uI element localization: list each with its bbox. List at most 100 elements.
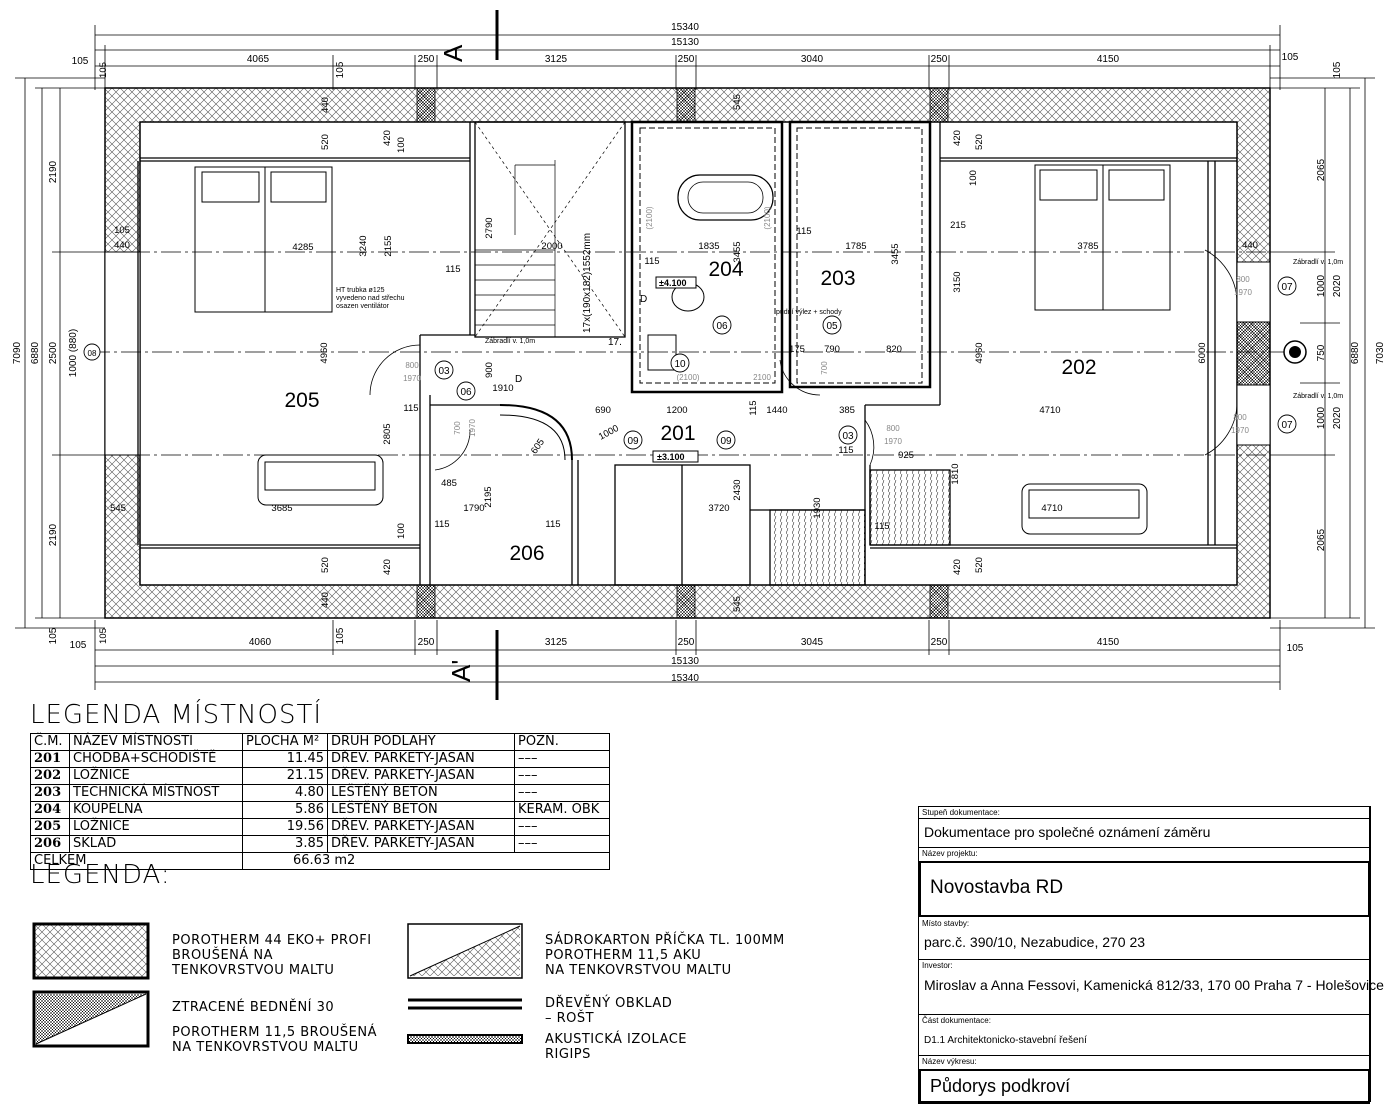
dim-text: 800 [1236,275,1250,284]
room-area: 11.45 [242,750,328,768]
dim-text: 1790 [463,503,484,514]
material-legend-swatches [32,922,523,1048]
room-id: 204 [30,801,70,819]
site-value: parc.č. 390/10, Nezabudice, 270 23 [924,934,1146,950]
dim-text: 3240 [358,235,369,256]
room-area: 5.86 [242,801,328,819]
room-legend-table: Č.M. NÁZEV MÍSTNOSTI PLOCHA M² DRUH PODL… [30,733,610,870]
dim-text: 420 [952,559,963,575]
drawing-value: Půdorys podkroví [930,1076,1071,1096]
door-tag: 05 [826,321,838,332]
dim-text: 2100 [753,373,771,382]
dim-top-inner: 15130 [671,37,699,48]
room-name: KOUPELNA [69,801,243,819]
dim-text: 250 [931,637,948,648]
header-cell: POZN. [514,733,610,751]
dim-text: 440 [320,97,331,113]
room-205: 205 [284,389,319,412]
dim-text: 1970 [403,374,421,383]
door-tag: 09 [627,436,639,447]
dim-text: 115 [796,226,811,237]
dim-text: 2805 [382,423,393,444]
dim-text: 115 [434,519,449,530]
header-cell: Č.M. [30,733,70,751]
dim-text: 250 [418,637,435,648]
dim-text: 215 [950,220,966,231]
dim-text: 420 [952,130,963,146]
dim-text: 105 [335,61,346,78]
dim-text: 3785 [1077,241,1098,252]
dim-text: 115 [838,445,853,456]
room-name: LOŽNICE [69,818,243,836]
room-area: 3.85 [242,835,328,853]
legend-item-acoustic: AKUSTICKÁ IZOLACE RIGIPS [545,1032,687,1062]
dim-text: (2100) [676,373,699,382]
note-text: 17. [608,337,622,348]
dim-text: 3045 [801,637,824,648]
dim-text: 4060 [249,637,272,648]
dim-text: 4150 [1097,54,1120,65]
note-text: 17x(190x182)1552mm [582,233,593,333]
dim-text: 1000 [1316,406,1327,429]
level-hall: ±3.100 [657,452,684,462]
floor-plan: 15340 15130 105 105 4065 105 250 3125 25… [12,10,1386,700]
dim-text: 750 [1316,344,1327,361]
dim-text: 7090 [12,341,23,364]
stage-value: Dokumentace pro společné oznámení záměru [924,824,1211,840]
room-id: 206 [30,835,70,853]
dim-text: 545 [732,596,743,612]
dim-text: 250 [678,54,695,65]
dim-text: 420 [382,130,393,146]
dim-text: 2195 [483,486,494,507]
swatch-sadrokarton [407,923,523,979]
swatch-wood-lining [408,998,522,1010]
dim-text: 7030 [1375,341,1386,364]
dim-text: 520 [320,134,331,150]
room-id: 201 [30,750,70,768]
dim-text: 1785 [845,241,866,252]
project-label: Název projektu: [922,849,978,858]
dim-text: 2190 [48,523,59,546]
site-label: Místo stavby: [922,919,970,928]
dim-text: 2790 [484,217,495,238]
dim-text: 105 [1282,52,1299,63]
dim-text: 3040 [801,54,824,65]
door-tag: 09 [720,436,732,447]
dim-top-overall: 15340 [671,22,699,33]
note-text: osazen ventilátor [336,303,390,310]
table-header-row: Č.M. NÁZEV MÍSTNOSTI PLOCHA M² DRUH PODL… [30,733,610,751]
room-floor: DŘEV. PARKETY-JASAN [327,750,515,768]
room-id: 205 [30,818,70,836]
legend-item-porotherm-44: POROTHERM 44 EKO+ PROFI BROUŠENÁ NA TENK… [172,933,372,978]
room-note: ––– [514,784,610,802]
dim-text: 520 [320,557,331,573]
dim-text: 4065 [247,54,270,65]
section-mark-bottom: A' [446,660,476,682]
stage-label: Stupeň dokumentace: [922,808,1000,817]
dim-text: 115 [644,256,659,267]
door-tag: 08 [88,349,97,358]
door-tag: 10 [674,359,686,370]
dim-text: 1910 [492,383,513,394]
legend-item-sadrokarton: SÁDROKARTON PŘÍČKA TL. 100MM POROTHERM 1… [545,933,785,978]
total-value: 66.63 m2 [242,852,610,870]
dim-text: 4710 [1039,405,1060,416]
dim-text: 520 [974,557,985,573]
door-tag: 07 [1281,282,1293,293]
dim-text: 4960 [319,342,330,363]
note-text: půdní výlez + schody [776,308,842,316]
dim-text: 2065 [1316,158,1327,181]
dim-text: 15130 [671,656,699,667]
note-text: HT trubka ø125 [336,287,385,294]
dim-text: 1810 [950,463,961,484]
door-tag: 07 [1281,420,1293,431]
table-row: 205 LOŽNICE 19.56 DŘEV. PARKETY-JASAN ––… [30,818,610,836]
header-cell: NÁZEV MÍSTNOSTI [69,733,243,751]
table-row: 202 LOŽNICE 21.15 DŘEV. PARKETY-JASAN ––… [30,767,610,785]
dim-text: 2065 [1316,528,1327,551]
note-text: D [515,374,522,385]
dim-text: 800 [886,424,900,433]
dim-text: 820 [886,344,902,355]
room-name: LOŽNICE [69,767,243,785]
dim-text: 440 [320,592,331,608]
